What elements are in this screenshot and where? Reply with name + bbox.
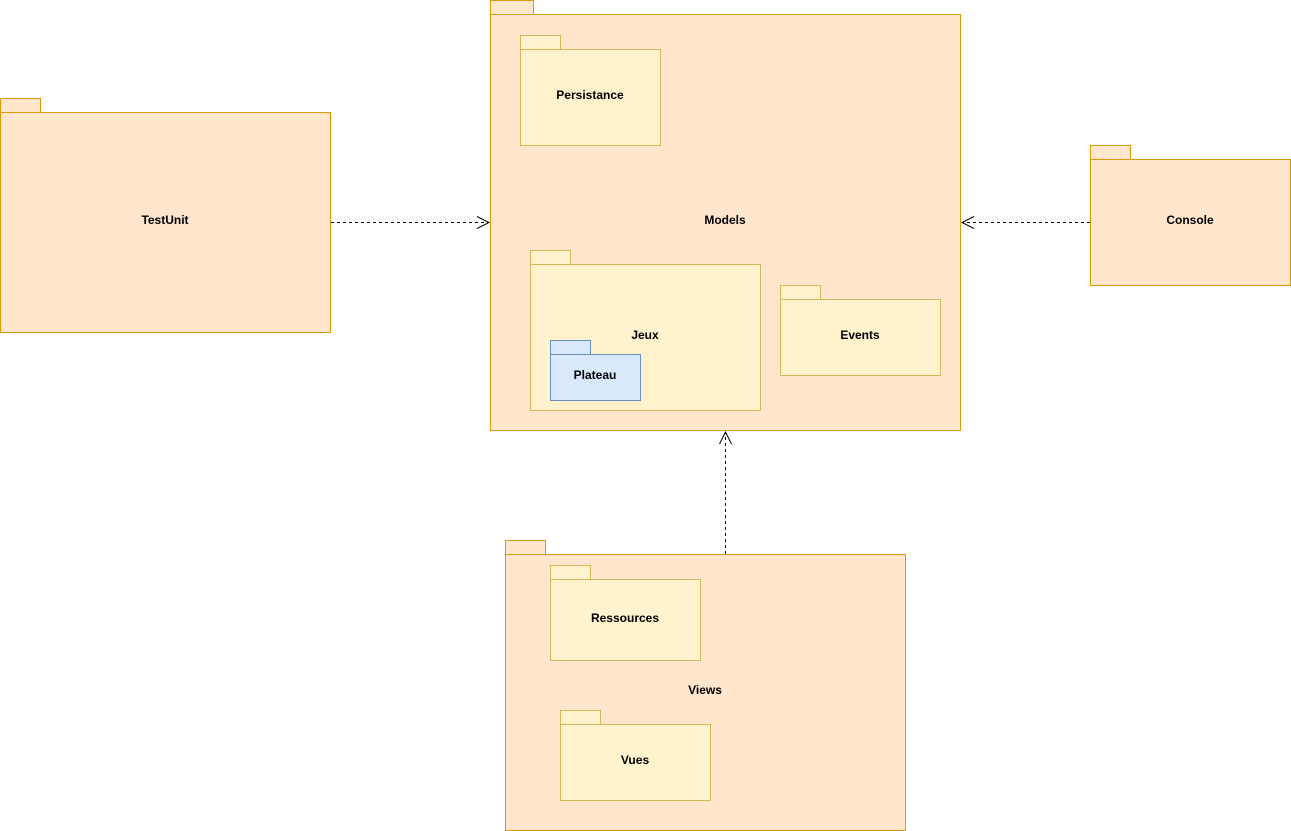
package-plateau-label: Plateau [574,368,617,382]
package-testunit[interactable]: TestUnit [0,98,331,333]
package-views-label: Views [688,683,722,697]
package-persistance-label: Persistance [556,88,624,102]
package-persistance[interactable]: Persistance [520,35,661,146]
package-jeux-label: Jeux [631,328,659,342]
package-plateau[interactable]: Plateau [550,340,641,401]
package-models-label: Models [704,213,746,227]
package-events-label: Events [840,328,880,342]
package-vues-label: Vues [621,753,650,767]
package-testunit-label: TestUnit [141,213,188,227]
package-events[interactable]: Events [780,285,941,376]
package-vues[interactable]: Vues [560,710,711,801]
package-ressources-label: Ressources [591,611,659,625]
package-ressources[interactable]: Ressources [550,565,701,661]
package-console-label: Console [1166,213,1214,227]
package-console[interactable]: Console [1090,145,1291,286]
